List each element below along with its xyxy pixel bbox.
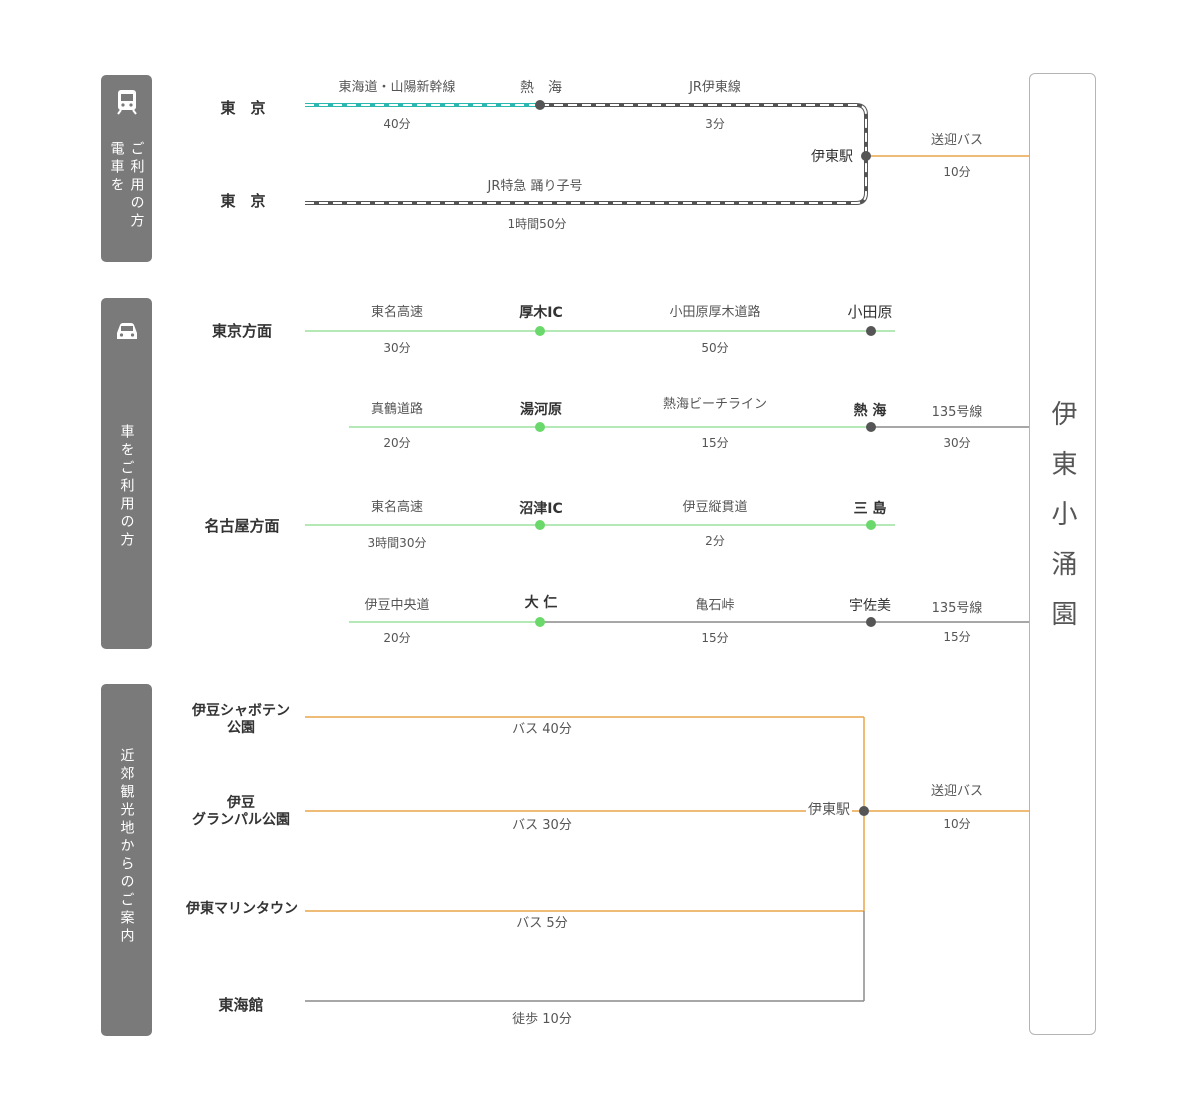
nearby-3-time: バス 5分	[516, 916, 568, 931]
nearby-shuttle-label: 送迎バス	[930, 784, 984, 799]
train-shuttle-label: 送迎バス	[930, 133, 984, 148]
car-origin-tokyo: 東京方面	[211, 322, 273, 340]
car-r3-stop1: 沼津IC	[519, 501, 563, 517]
nearby-place-2-line2: グランパル公園	[192, 811, 290, 828]
car-r1-stop2: 小田原	[847, 303, 893, 321]
train-origin-1: 東 京	[220, 99, 266, 117]
car-r2-stop2: 熱 海	[853, 403, 887, 419]
car-r4-route1: 伊豆中央道	[364, 598, 430, 613]
car-r2-time1: 20分	[383, 436, 411, 450]
car-r4-time2: 15分	[701, 631, 729, 645]
odawara-node	[866, 326, 876, 336]
ito-station-nearby-node	[859, 806, 869, 816]
jr-express-time: 1時間50分	[507, 217, 567, 231]
car-r1-stop1: 厚木IC	[519, 305, 563, 321]
nearby-2-time: バス 30分	[512, 818, 572, 833]
car-r2-stop1: 湯河原	[520, 402, 562, 418]
jr-express-label: JR特急 踊り子号	[487, 179, 583, 194]
car-r4-stop2: 宇佐美	[849, 598, 891, 614]
numazu-ic-node	[535, 520, 545, 530]
car-r2-time2: 15分	[701, 436, 729, 450]
car-panel: 車をご利用の方	[101, 298, 152, 649]
atsugi-ic-node	[535, 326, 545, 336]
atami-label: 熱 海	[520, 80, 562, 96]
car-r3-time1: 3時間30分	[367, 536, 427, 550]
car-r3-route2: 伊豆縦貫道	[682, 500, 748, 515]
ito-station-label: 伊東駅	[811, 149, 853, 165]
train-shuttle-time: 10分	[943, 165, 971, 179]
yugawara-node	[535, 422, 545, 432]
car-r3-time2: 2分	[705, 534, 725, 548]
nearby-place-3: 伊東マリンタウン	[186, 901, 298, 917]
car-r1-time2: 50分	[701, 341, 729, 355]
train-icon	[117, 90, 137, 115]
usami-node	[866, 617, 876, 627]
nearby-place-1-line1: 伊豆シャボテン	[192, 703, 290, 719]
train-panel-label-col1: ご利用の方	[128, 141, 145, 231]
car-r4-time3: 15分	[943, 630, 971, 644]
ito-station-node	[861, 151, 871, 161]
car-r2-route3: 135号線	[931, 405, 983, 420]
shinkansen-label: 東海道・山陽新幹線	[338, 80, 456, 95]
car-r4-route3: 135号線	[931, 601, 983, 616]
car-origin-nagoya: 名古屋方面	[204, 517, 280, 535]
car-r4-stop1: 大 仁	[524, 595, 558, 611]
destination-box: 伊東小涌園	[1029, 73, 1096, 1035]
car-r1-route1: 東名高速	[370, 305, 424, 320]
jr-ito-line-label: JR伊東線	[689, 80, 741, 95]
nearby-place-2-line1: 伊豆	[227, 795, 255, 811]
car-r3-stop2: 三 島	[853, 501, 887, 517]
car-r1-time1: 30分	[383, 341, 411, 355]
nearby-panel-label: 近郊観光地からのご案内	[118, 748, 135, 946]
ito-station-nearby-label: 伊東駅	[806, 802, 852, 819]
nearby-4-time: 徒歩 10分	[512, 1012, 572, 1027]
train-origin-2: 東 京	[220, 192, 266, 210]
atami-car-node	[866, 422, 876, 432]
nearby-place-1-line2: 公園	[227, 719, 255, 736]
nearby-panel: 近郊観光地からのご案内	[101, 684, 152, 1036]
mishima-node	[866, 520, 876, 530]
shinkansen-time: 40分	[383, 117, 411, 131]
atami-node	[535, 100, 545, 110]
car-r2-route2: 熱海ビーチライン	[662, 397, 768, 412]
destination-name: 伊東小涌園	[1047, 400, 1077, 650]
jr-ito-line-time: 3分	[705, 117, 725, 131]
train-panel-label-col2: 電車を	[108, 141, 125, 195]
car-r2-route1: 真鶴道路	[370, 402, 424, 417]
nearby-1-time: バス 40分	[512, 722, 572, 737]
car-r4-route2: 亀石峠	[695, 598, 735, 613]
car-panel-label: 車をご利用の方	[118, 424, 135, 550]
ohito-node	[535, 617, 545, 627]
nearby-place-2: 伊豆 グランパル公園	[192, 795, 290, 829]
nearby-place-1: 伊豆シャボテン 公園	[192, 703, 290, 737]
car-r4-time1: 20分	[383, 631, 411, 645]
nearby-place-4: 東海館	[218, 996, 264, 1014]
train-panel: 電車を ご利用の方	[101, 75, 152, 262]
car-r2-time3: 30分	[943, 436, 971, 450]
nearby-shuttle-time: 10分	[943, 817, 971, 831]
car-r1-route2: 小田原厚木道路	[669, 305, 761, 320]
car-r3-route1: 東名高速	[370, 500, 424, 515]
jr-express-line	[305, 156, 868, 205]
car-icon	[117, 323, 137, 339]
